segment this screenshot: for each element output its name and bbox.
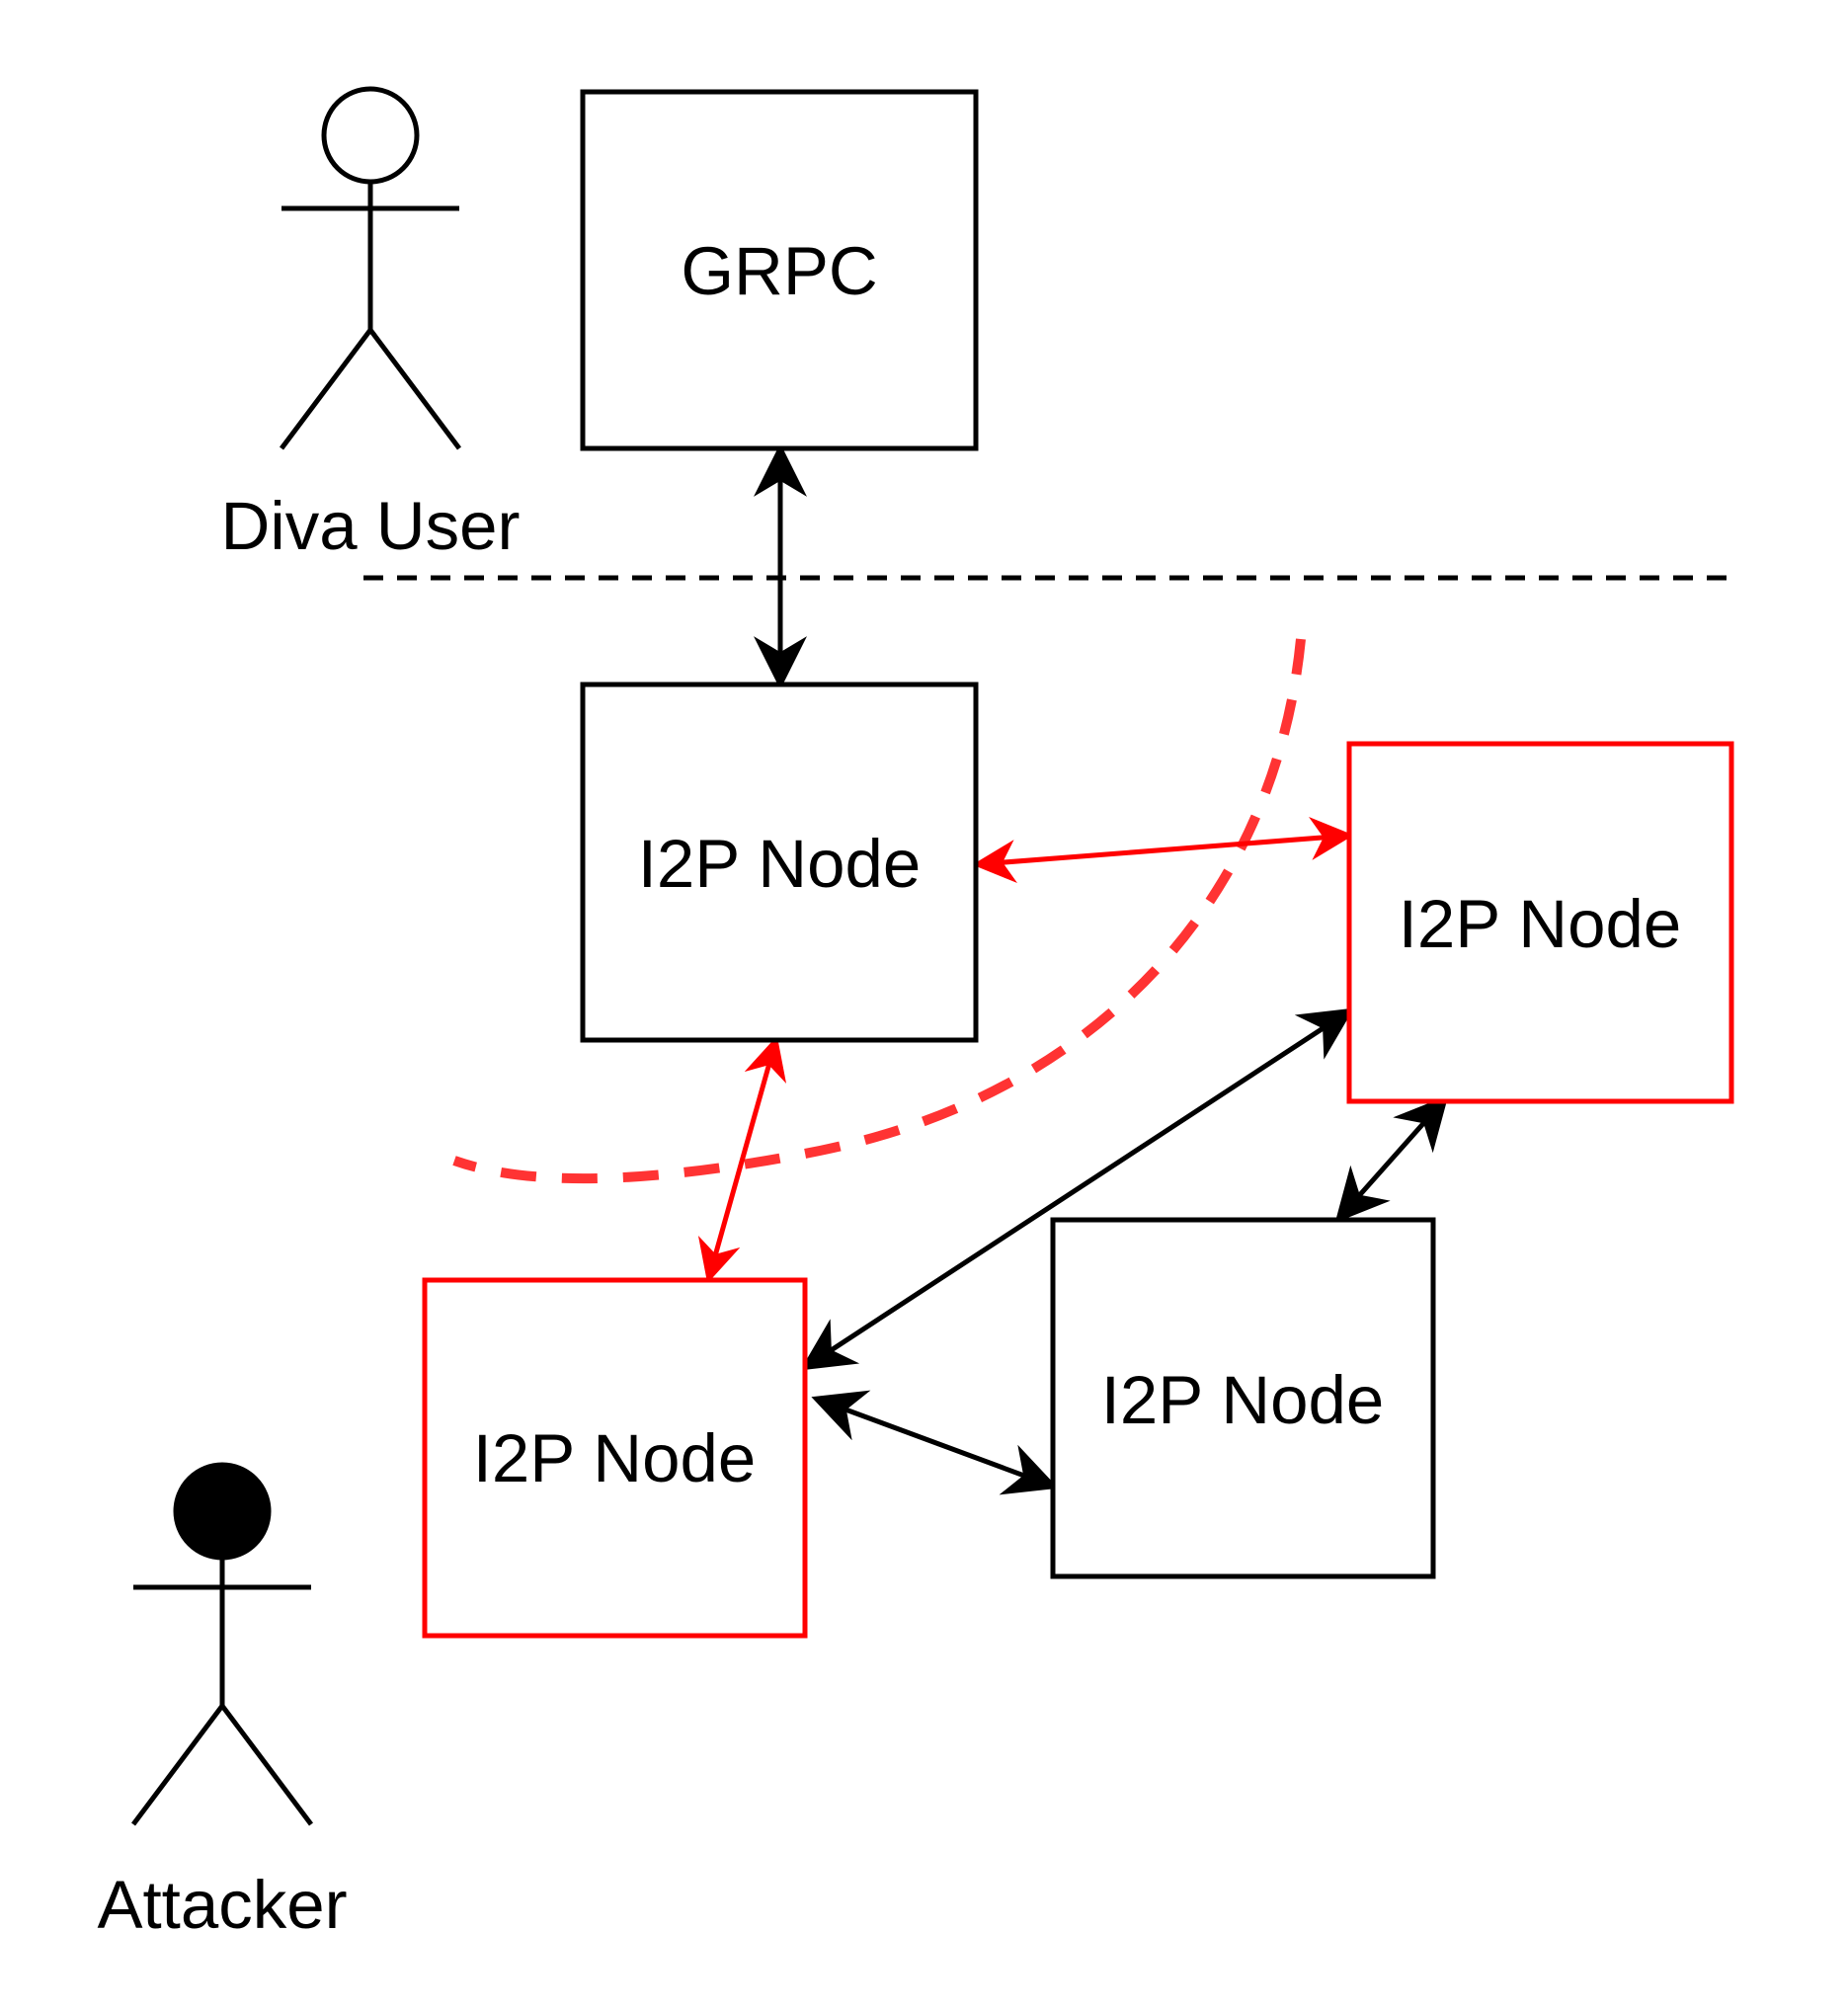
i2p-node-bottom: I2P Node: [1050, 1217, 1436, 1579]
grpc-box: GRPC: [580, 89, 979, 451]
attacker-label: Attacker: [97, 1867, 347, 1943]
i2p-node-compromised-right-label: I2P Node: [1399, 886, 1681, 962]
grpc-box-border: [580, 89, 979, 451]
i2p-node-compromised-right-border: [1346, 741, 1734, 1104]
diva-user-actor: [280, 86, 461, 450]
i2p-node-compromised-left: I2P Node: [422, 1277, 808, 1639]
i2p-node-compromised-right: I2P Node: [1346, 741, 1734, 1104]
diva-user-label: Diva User: [221, 488, 521, 564]
diva-user-head: [321, 86, 420, 185]
i2p-node-bottom-border: [1050, 1217, 1436, 1579]
node-to-red-left-arrow: [697, 1035, 787, 1284]
i2p-node-user-border: [580, 682, 979, 1043]
i2p-node-user-label: I2P Node: [638, 826, 921, 902]
red-right-to-red-left-arrow: [800, 1007, 1354, 1371]
i2p-node-compromised-left-label: I2P Node: [473, 1420, 756, 1496]
diva-user-left-leg: [280, 328, 372, 450]
i2p-node-compromised-left-border: [422, 1277, 808, 1639]
attacker-actor: [131, 1462, 313, 1826]
red-right-to-bottom-arrow: [1334, 1094, 1449, 1224]
grpc-label: GRPC: [681, 233, 877, 309]
attacker-head: [173, 1462, 272, 1561]
diva-user-right-leg: [368, 328, 461, 450]
red-left-to-bottom-arrow: [811, 1390, 1059, 1495]
i2p-node-user: I2P Node: [580, 682, 979, 1043]
i2p-node-bottom-label: I2P Node: [1101, 1362, 1384, 1438]
attacker-left-leg: [131, 1704, 224, 1826]
attacker-right-leg: [220, 1704, 313, 1826]
node-to-red-right-arrow: [972, 816, 1354, 884]
